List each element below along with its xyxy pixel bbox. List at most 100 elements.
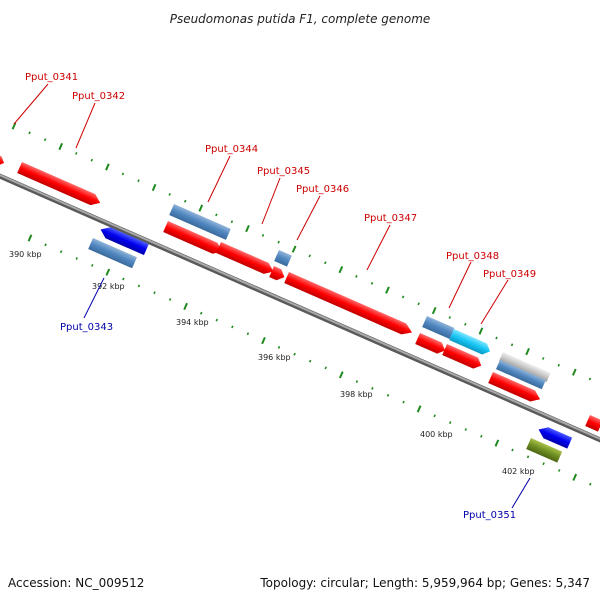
track-tick — [370, 281, 374, 285]
gene-pput-0349-a — [449, 329, 491, 355]
gene-pput-0351-b — [526, 438, 563, 463]
gene-pput-0352-partial — [585, 415, 600, 432]
track-tick — [401, 295, 405, 299]
track-tick — [168, 192, 171, 196]
track-tick — [137, 284, 141, 288]
gene-pput-0341 — [0, 154, 5, 166]
track-tick — [27, 234, 33, 242]
gene-pput-0351-a — [538, 427, 573, 449]
gene-label-pput-0343: Pput_0343 — [60, 322, 113, 333]
inner-tick-track — [27, 234, 592, 486]
track-tick — [122, 277, 125, 281]
gene-pput-0343-a — [100, 227, 149, 256]
track-tick — [261, 233, 265, 237]
tick-label-400: 400 kbp — [420, 430, 453, 439]
track-tick — [588, 377, 592, 381]
gene-pput-0349-b — [442, 344, 482, 369]
gene-leader-lines — [13, 83, 531, 509]
track-tick — [494, 439, 500, 447]
track-tick — [215, 318, 219, 322]
track-tick — [464, 322, 467, 326]
track-tick — [589, 482, 592, 486]
track-tick — [557, 363, 560, 367]
gene-pput-0345-b — [216, 242, 274, 274]
track-tick — [215, 213, 218, 217]
gene-pput-0348-a — [422, 316, 455, 340]
track-tick — [402, 400, 405, 404]
track-tick — [91, 263, 94, 267]
track-tick — [153, 291, 156, 295]
track-tick — [417, 302, 420, 306]
track-tick — [324, 366, 327, 370]
track-tick — [43, 138, 47, 142]
track-tick — [324, 261, 327, 265]
gene-pput-0350-silver — [498, 352, 551, 383]
gene-label-pput-0341: Pput_0341 — [25, 72, 78, 83]
track-tick — [571, 368, 577, 376]
track-tick — [511, 448, 514, 452]
gene-label-pput-0347: Pput_0347 — [364, 213, 417, 224]
gene-label-pput-0349: Pput_0349 — [483, 269, 536, 280]
track-tick — [90, 158, 94, 162]
track-tick — [183, 199, 187, 203]
track-tick — [58, 142, 64, 151]
gene-pput-0342 — [17, 162, 101, 206]
track-tick — [198, 204, 204, 212]
track-tick — [557, 469, 561, 472]
track-tick — [431, 306, 437, 315]
genome-backbone — [0, 173, 600, 443]
track-tick — [293, 352, 296, 356]
track-tick — [277, 345, 281, 349]
track-tick — [510, 343, 514, 347]
track-tick — [59, 250, 63, 254]
gene-pput-0346-small — [269, 266, 285, 281]
track-tick — [478, 327, 484, 335]
kbp-tick-labels: 390 kbp 392 kbp 394 kbp 396 kbp 398 kbp … — [9, 250, 535, 476]
track-tick — [75, 151, 78, 155]
track-tick — [28, 131, 31, 135]
track-tick — [308, 254, 311, 258]
gene-pput-0348-b — [415, 333, 446, 354]
track-tick — [338, 371, 344, 379]
genome-summary-text: Topology: circular; Length: 5,959,964 bp… — [259, 576, 590, 590]
track-tick — [231, 325, 234, 329]
track-tick — [230, 220, 234, 224]
gene-label-pput-0344: Pput_0344 — [205, 144, 258, 155]
track-tick — [448, 421, 452, 425]
gene-label-pput-0345: Pput_0345 — [257, 166, 310, 177]
gene-pput-0350-red — [488, 372, 541, 402]
track-tick — [199, 311, 203, 315]
track-tick — [416, 405, 422, 413]
gene-pput-0345-a — [274, 250, 292, 267]
accession-text: Accession: NC_009512 — [8, 576, 144, 590]
track-tick — [355, 380, 359, 384]
track-tick — [121, 172, 125, 176]
track-tick — [480, 434, 483, 438]
track-tick — [75, 257, 78, 260]
track-tick — [44, 243, 47, 247]
track-tick — [371, 386, 374, 390]
gene-pput-0343-b — [88, 238, 137, 269]
track-tick — [355, 274, 358, 278]
track-tick — [448, 316, 452, 319]
tick-label-394: 394 kbp — [176, 318, 209, 327]
track-tick — [572, 473, 578, 481]
gene-pput-0350-steel — [495, 360, 546, 390]
track-tick — [338, 265, 344, 274]
track-tick — [246, 332, 250, 336]
gene-labels: Pput_0341 Pput_0342 Pput_0343 Pput_0344 … — [25, 72, 536, 521]
track-tick — [105, 163, 110, 171]
tick-label-390: 390 kbp — [9, 250, 42, 259]
gene-label-pput-0351: Pput_0351 — [463, 510, 516, 521]
gene-pput-0347 — [284, 272, 413, 335]
track-tick — [495, 336, 498, 340]
gene-pput-0344-a — [169, 204, 231, 240]
tick-label-396: 396 kbp — [258, 353, 291, 362]
track-tick — [11, 122, 17, 130]
tick-label-402: 402 kbp — [502, 467, 535, 476]
gene-pput-0344-b — [163, 221, 223, 254]
tick-label-392: 392 kbp — [92, 282, 125, 291]
track-tick — [464, 428, 468, 431]
track-tick — [433, 414, 436, 418]
